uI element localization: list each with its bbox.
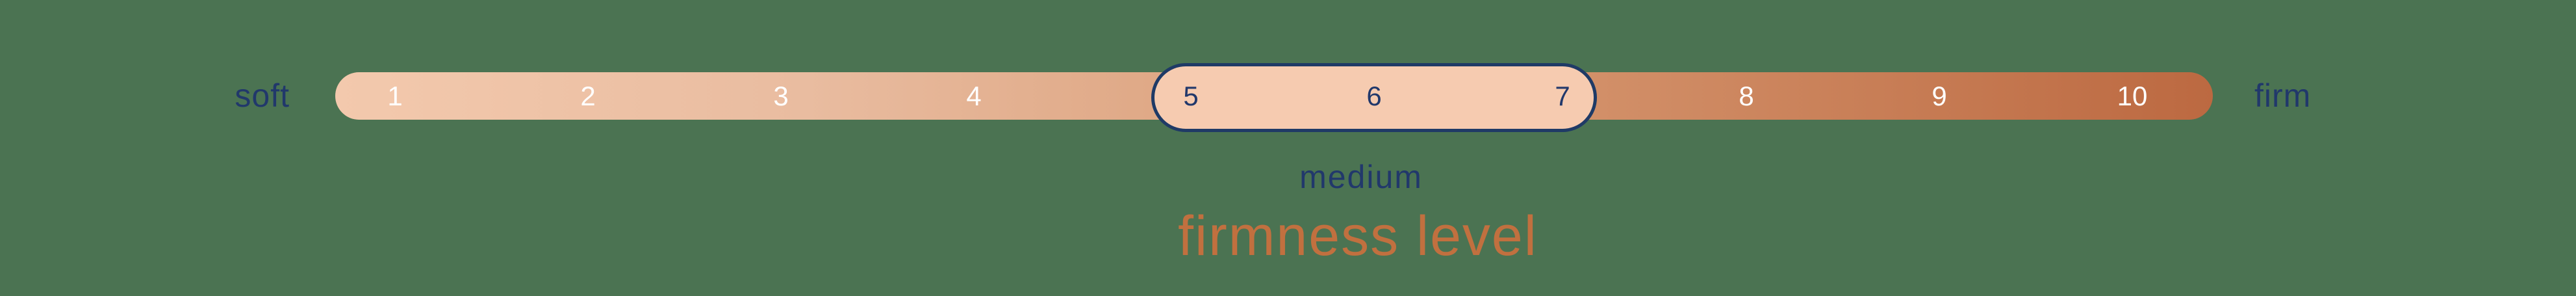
- firmness-level-title: firmness level: [1178, 205, 1538, 267]
- scale-number-10: 10: [2117, 81, 2148, 111]
- scale-number-5: 5: [1183, 81, 1199, 111]
- scale-number-8: 8: [1739, 81, 1754, 111]
- scale-number-3: 3: [773, 81, 789, 111]
- medium-range-pill: [1151, 63, 1597, 132]
- scale-number-9: 9: [1932, 81, 1947, 111]
- medium-range-caption: medium: [1299, 159, 1423, 195]
- soft-end-label: soft: [235, 77, 290, 114]
- firm-end-label: firm: [2254, 77, 2312, 114]
- scale-number-2: 2: [580, 81, 596, 111]
- scale-number-6: 6: [1366, 81, 1382, 111]
- scale-number-4: 4: [966, 81, 982, 111]
- scale-number-7: 7: [1555, 81, 1570, 111]
- scale-number-1: 1: [387, 81, 403, 111]
